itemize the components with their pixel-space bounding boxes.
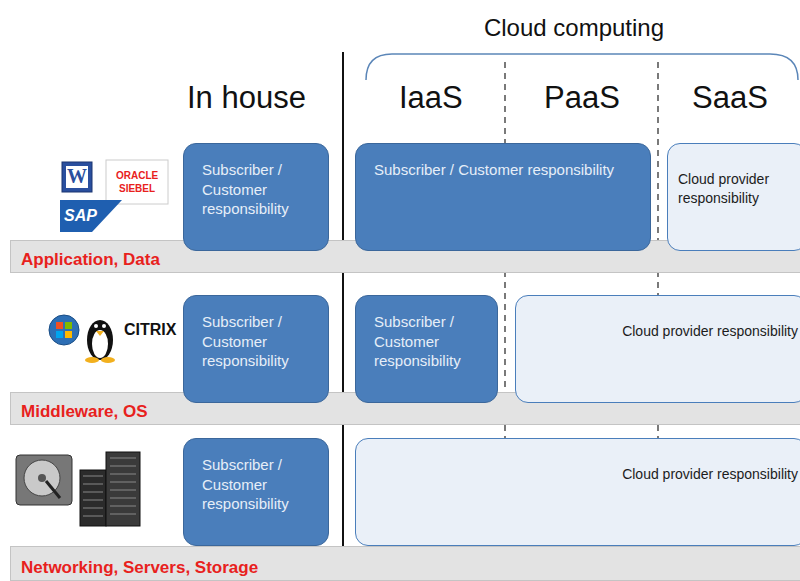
layer-label: Middleware, OS bbox=[21, 402, 148, 422]
cloud-bracket bbox=[366, 54, 798, 80]
customer-box: Subscriber / Customer responsibility bbox=[355, 295, 498, 403]
customer-box: Subscriber / Customer responsibility bbox=[183, 295, 329, 403]
customer-box: Subscriber / Customer responsibility bbox=[183, 143, 329, 251]
responsibility-text: Cloud provider responsibility bbox=[668, 144, 800, 216]
column-header: In house bbox=[187, 80, 306, 116]
oracle-text: ORACLE bbox=[116, 170, 158, 181]
windows-logo bbox=[49, 315, 79, 345]
responsibility-text: Subscriber / Customer responsibility bbox=[184, 439, 328, 522]
provider-box: Cloud provider responsibility bbox=[355, 438, 800, 546]
divider-line bbox=[342, 52, 344, 581]
responsibility-text: Cloud provider responsibility bbox=[516, 296, 800, 349]
responsibility-text: Subscriber / Customer responsibility bbox=[356, 144, 650, 188]
citrix-text: CITRIX bbox=[124, 321, 176, 339]
word-logo-text: W bbox=[67, 165, 87, 188]
provider-box: Cloud provider responsibility bbox=[667, 143, 800, 251]
word-icon bbox=[62, 162, 92, 192]
responsibility-text: Subscriber / Customer responsibility bbox=[356, 296, 497, 379]
customer-box: Subscriber / Customer responsibility bbox=[183, 438, 329, 546]
title: Cloud computing bbox=[484, 14, 664, 42]
layer-band: Networking, Servers, Storage bbox=[10, 546, 800, 581]
server-rack bbox=[80, 470, 106, 526]
responsibility-text: Subscriber / Customer responsibility bbox=[184, 144, 328, 227]
layer-label: Application, Data bbox=[21, 250, 160, 270]
column-header: SaaS bbox=[692, 80, 768, 116]
server-rack bbox=[106, 452, 140, 526]
responsibility-text: Subscriber / Customer responsibility bbox=[184, 296, 328, 379]
layer-label: Networking, Servers, Storage bbox=[21, 558, 258, 578]
column-header: PaaS bbox=[544, 80, 620, 116]
word-icon bbox=[66, 166, 88, 188]
responsibility-text: Cloud provider responsibility bbox=[356, 439, 800, 492]
linux-penguin bbox=[87, 320, 113, 360]
hard-disk bbox=[16, 455, 72, 505]
provider-box: Cloud provider responsibility bbox=[515, 295, 800, 403]
sap-text: SAP bbox=[64, 207, 97, 225]
customer-box: Subscriber / Customer responsibility bbox=[355, 143, 651, 251]
oracle-logo bbox=[106, 160, 168, 204]
sap-logo bbox=[60, 200, 122, 232]
siebel-text: SIEBEL bbox=[119, 183, 155, 194]
column-header: IaaS bbox=[399, 80, 463, 116]
